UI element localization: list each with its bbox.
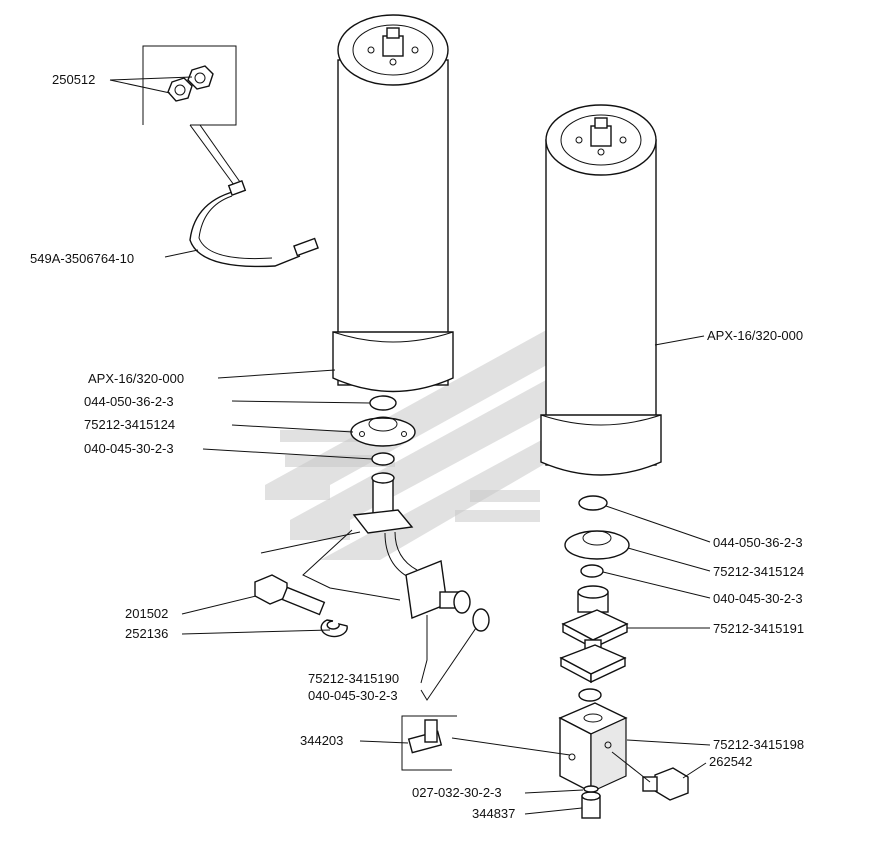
label-flange-right: 75212-3415124	[713, 564, 804, 579]
label-oring-small: 027-032-30-2-3	[412, 785, 502, 800]
label-block-plates: 75212-3415191	[713, 621, 804, 636]
label-oring-right-mid: 040-045-30-2-3	[713, 591, 803, 606]
oring-right-mid	[580, 564, 604, 578]
pipe-flange-side	[405, 560, 448, 619]
cylinder-right	[540, 104, 662, 476]
nut-b	[187, 65, 214, 90]
label-washer: 252136	[125, 626, 168, 641]
washer	[320, 619, 348, 638]
part-labels: 250512 549A-3506764-10 APX-16/320-000 04…	[30, 72, 804, 821]
clamp-strap	[189, 180, 319, 268]
oring-left-mid	[371, 452, 395, 466]
label-cylinder-left: APX-16/320-000	[88, 371, 184, 386]
label-cylinder-right: APX-16/320-000	[707, 328, 803, 343]
label-oring-left-mid: 040-045-30-2-3	[84, 441, 174, 456]
label-oring-left-top: 044-050-36-2-3	[84, 394, 174, 409]
label-block: 75212-3415198	[713, 737, 804, 752]
nut-inset	[142, 45, 241, 186]
cylinder-left	[332, 14, 454, 393]
label-tee: 344203	[300, 733, 343, 748]
label-oring-left-bottom: 040-045-30-2-3	[308, 688, 398, 703]
label-flange-left: 75212-3415124	[84, 417, 175, 432]
label-nut: 250512	[52, 72, 95, 87]
oring-small	[583, 785, 599, 793]
oring-right-top	[578, 495, 608, 511]
watermark-logo	[265, 295, 610, 560]
bolt-washer	[254, 574, 348, 638]
label-plug: 262542	[709, 754, 752, 769]
label-pipe: 75212-3415190	[308, 671, 399, 686]
plug	[611, 751, 689, 801]
label-bolt: 201502	[125, 606, 168, 621]
label-oring-right-top: 044-050-36-2-3	[713, 535, 803, 550]
oring-left-top	[369, 395, 397, 411]
tee-inset	[401, 715, 571, 771]
oring-right-bottom	[578, 688, 602, 702]
nut-a	[167, 77, 193, 102]
valve-block-right	[590, 717, 627, 793]
leader-lines	[109, 76, 711, 815]
oring-left-bottom	[472, 608, 490, 632]
label-fitting: 344837	[472, 806, 515, 821]
right-stack	[558, 495, 630, 819]
left-stack	[260, 395, 490, 632]
pipe-flange-top	[352, 509, 414, 534]
label-clamp: 549A-3506764-10	[30, 251, 134, 266]
